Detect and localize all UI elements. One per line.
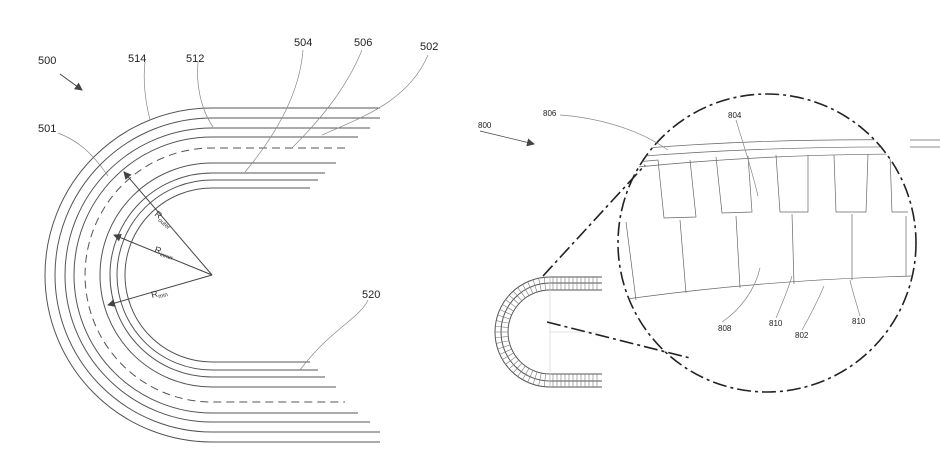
segment-top-boundary bbox=[628, 154, 912, 168]
label-502: 502 bbox=[420, 41, 438, 53]
layer-504-inner bbox=[110, 173, 325, 377]
segment-gap-2 bbox=[680, 220, 686, 293]
tooth-4 bbox=[834, 154, 868, 212]
segment-tick bbox=[506, 357, 517, 365]
leader-506 bbox=[292, 50, 362, 148]
layer-512-outer bbox=[65, 128, 370, 422]
leader-512 bbox=[198, 62, 213, 127]
segment-bottom-boundary bbox=[620, 276, 912, 300]
label-804: 804 bbox=[728, 111, 742, 120]
label-810-right: 810 bbox=[852, 317, 866, 326]
segment-tick bbox=[506, 300, 517, 308]
small-u-component bbox=[495, 277, 602, 387]
figure-800: 800 806 804 808 810 802 810 bbox=[478, 94, 940, 392]
layer-514-inner bbox=[55, 118, 380, 432]
segment-tick bbox=[502, 305, 513, 312]
layer-502-outer bbox=[117, 180, 318, 370]
label-810-left: 810 bbox=[769, 319, 783, 328]
label-506: 506 bbox=[354, 37, 372, 49]
label-504: 504 bbox=[294, 37, 312, 49]
magnify-line-top bbox=[543, 165, 645, 276]
label-500: 500 bbox=[38, 55, 56, 67]
fig500-pointer bbox=[60, 74, 82, 90]
fig800-pointer bbox=[480, 131, 534, 144]
enlarged-detail bbox=[620, 140, 912, 300]
tooth-1 bbox=[626, 160, 696, 218]
magnify-line-bottom bbox=[547, 322, 690, 358]
segment-gap-1 bbox=[626, 222, 636, 300]
label-514: 514 bbox=[128, 53, 146, 65]
segment-tick bbox=[523, 368, 530, 379]
segment-tick bbox=[502, 353, 513, 360]
label-802: 802 bbox=[795, 331, 809, 340]
leader-810b bbox=[850, 280, 860, 316]
segment-gap-4 bbox=[792, 214, 794, 284]
neutral-axis-506 bbox=[85, 148, 345, 402]
layer-504-outer bbox=[100, 163, 336, 387]
r-min-arrow bbox=[108, 275, 212, 305]
label-800: 800 bbox=[478, 121, 492, 130]
segment-gap-3 bbox=[736, 216, 740, 288]
label-806: 806 bbox=[543, 109, 557, 118]
leader-520 bbox=[300, 300, 368, 370]
magnification-circle bbox=[618, 94, 916, 392]
leader-802 bbox=[802, 286, 824, 330]
layer-514-outer bbox=[45, 108, 380, 442]
layer-502-inner bbox=[125, 188, 310, 362]
label-512: 512 bbox=[186, 53, 204, 65]
segment-tick bbox=[518, 288, 526, 299]
segment-tick bbox=[523, 284, 530, 295]
figure-500: Router Rinner Rmin 500 514 512 504 506 5… bbox=[38, 37, 438, 442]
tooth-2 bbox=[716, 156, 752, 213]
leader-808 bbox=[722, 268, 760, 322]
leader-504 bbox=[245, 50, 303, 172]
segment-tick bbox=[518, 366, 526, 377]
leader-514 bbox=[144, 62, 150, 120]
label-501: 501 bbox=[38, 123, 56, 135]
r-inner-label: Rinner bbox=[153, 244, 176, 262]
label-520: 520 bbox=[362, 289, 380, 301]
tooth-3 bbox=[776, 155, 808, 212]
label-808: 808 bbox=[718, 324, 732, 333]
leader-806 bbox=[560, 115, 668, 150]
leader-502 bbox=[322, 55, 428, 135]
